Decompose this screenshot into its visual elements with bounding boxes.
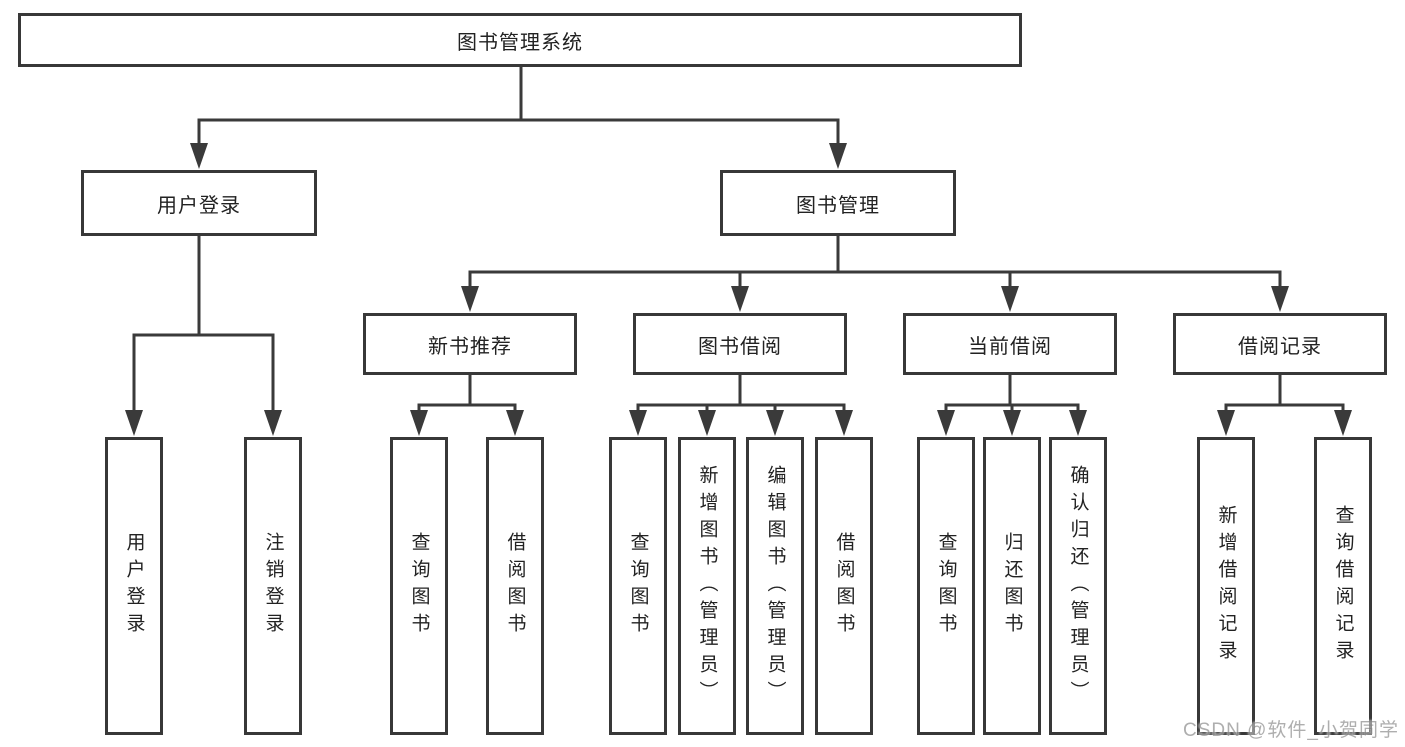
node-borrow-record: 借阅记录 [1173,313,1387,375]
leaf-query-books-3: 查询图书 [917,437,975,735]
node-book-management: 图书管理 [720,170,956,236]
arrowhead [766,410,784,436]
connector-book-borrow-children [629,375,853,436]
arrowhead [1069,410,1087,436]
node-label: 图书管理系统 [457,31,583,54]
node-label: 编辑图书（管理员） [764,464,786,708]
arrowhead [1217,410,1235,436]
connector-current-borrow-children [937,375,1087,436]
node-current-borrow: 当前借阅 [903,313,1117,375]
arrowhead [937,410,955,436]
leaf-query-books-2: 查询图书 [609,437,667,735]
arrowhead [835,410,853,436]
node-user-login: 用户登录 [81,170,317,236]
arrowhead [461,286,479,312]
arrowhead [506,410,524,436]
arrowhead [1334,410,1352,436]
leaf-confirm-return-admin: 确认归还（管理员） [1049,437,1107,735]
node-label: 用户登录 [123,532,145,640]
node-label: 图书管理 [796,194,880,217]
node-label: 借阅图书 [504,532,526,640]
node-label: 查询借阅记录 [1332,505,1354,667]
connector-new-book-children [410,375,524,436]
arrowhead [1271,286,1289,312]
arrowhead [829,143,847,169]
arrowhead [190,143,208,169]
node-label: 确认归还（管理员） [1067,464,1089,708]
arrowhead [264,410,282,436]
node-root-library-system: 图书管理系统 [18,13,1022,67]
arrowhead [125,410,143,436]
leaf-borrow-books-2: 借阅图书 [815,437,873,735]
node-label: 查询图书 [935,532,957,640]
arrowhead [731,286,749,312]
node-label: 查询图书 [627,532,649,640]
arrowhead [410,410,428,436]
connector-user-login-children [125,236,282,436]
leaf-add-borrow-record: 新增借阅记录 [1197,437,1255,735]
node-label: 借阅图书 [833,532,855,640]
node-label: 归还图书 [1001,532,1023,640]
arrowhead [1001,286,1019,312]
arrowhead [629,410,647,436]
leaf-logout: 注销登录 [244,437,302,735]
connector-borrow-record-children [1217,375,1352,436]
arrowhead [1003,410,1021,436]
leaf-query-borrow-record: 查询借阅记录 [1314,437,1372,735]
arrowhead [698,410,716,436]
leaf-return-books: 归还图书 [983,437,1041,735]
node-label: 用户登录 [157,194,241,217]
connector-root-to-level2 [190,67,847,169]
node-label: 新书推荐 [428,335,512,358]
node-label: 图书借阅 [698,335,782,358]
node-label: 新增图书（管理员） [696,464,718,708]
node-label: 当前借阅 [968,335,1052,358]
node-label: 注销登录 [262,532,284,640]
leaf-add-books-admin: 新增图书（管理员） [678,437,736,735]
node-label: 新增借阅记录 [1215,505,1237,667]
node-book-borrow: 图书借阅 [633,313,847,375]
node-label: 查询图书 [408,532,430,640]
leaf-borrow-books-1: 借阅图书 [486,437,544,735]
leaf-edit-books-admin: 编辑图书（管理员） [746,437,804,735]
leaf-user-login: 用户登录 [105,437,163,735]
leaf-query-books-1: 查询图书 [390,437,448,735]
node-new-book-recommend: 新书推荐 [363,313,577,375]
node-label: 借阅记录 [1238,335,1322,358]
csdn-watermark: CSDN @软件_小贺同学 [1183,720,1399,741]
connector-book-management-children [461,236,1289,312]
